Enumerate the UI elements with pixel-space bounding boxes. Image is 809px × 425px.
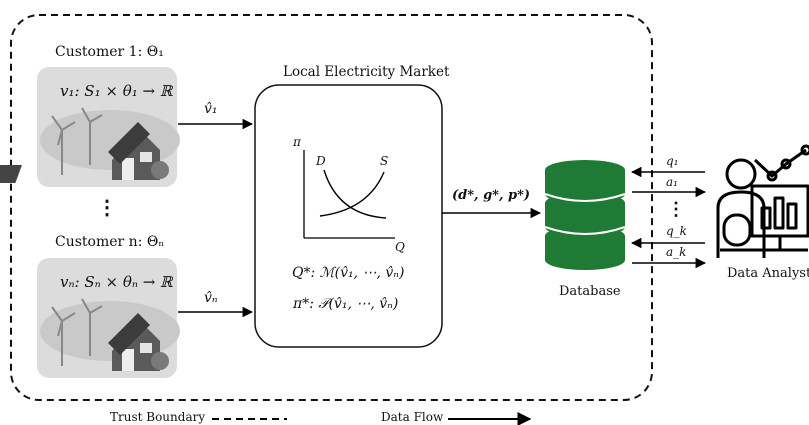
customer-n-bid-label: v̂ₙ [204, 290, 218, 306]
demand-curve [323, 169, 387, 219]
query-1-label: q₁ [666, 154, 679, 168]
market-title: Local Electricity Market [283, 64, 450, 80]
customer-n-valuation: vₙ: Sₙ × θₙ → ℝ [60, 273, 173, 291]
market-box [254, 84, 443, 348]
market-output-label: (d*, g*, p*) [452, 188, 531, 203]
quantity-axis-label: Q [395, 240, 405, 254]
trust-boundary [10, 14, 653, 401]
supply-curve [319, 171, 385, 217]
answer-1-label: a₁ [666, 175, 678, 189]
database-label: Database [559, 284, 621, 299]
customer-1-valuation: v₁: S₁ × θ₁ → ℝ [60, 82, 173, 100]
customer-1-title: Customer 1: Θ₁ [55, 44, 164, 60]
answer-k-label: a_k [666, 245, 687, 259]
supply-demand-chart [303, 150, 395, 239]
data-analyst-label: Data Analyst [727, 266, 809, 281]
price-mechanism: π*: 𝒫(v̂₁, ⋯, v̂ₙ) [293, 296, 399, 312]
quantity-mechanism: Q*: ℳ(v̂₁, ⋯, v̂ₙ) [292, 265, 405, 281]
database-icon [545, 160, 625, 270]
price-axis-label: π [293, 135, 301, 149]
customer-n-house-icon [37, 258, 180, 378]
data-analyst-icon [716, 144, 809, 258]
customer-n-title: Customer n: Θₙ [55, 234, 165, 250]
demand-label: D [316, 154, 326, 168]
customer-ellipsis: ⋮ [97, 195, 117, 219]
customer-1-house-icon [0, 67, 180, 187]
query-k-label: q_k [666, 224, 687, 238]
legend-data-flow: Data Flow [381, 410, 444, 424]
supply-label: S [380, 154, 389, 168]
customer-1-bid-label: v̂₁ [204, 101, 218, 117]
legend-trust-boundary: Trust Boundary [110, 410, 206, 424]
query-ellipsis: ⋮ [667, 199, 685, 220]
